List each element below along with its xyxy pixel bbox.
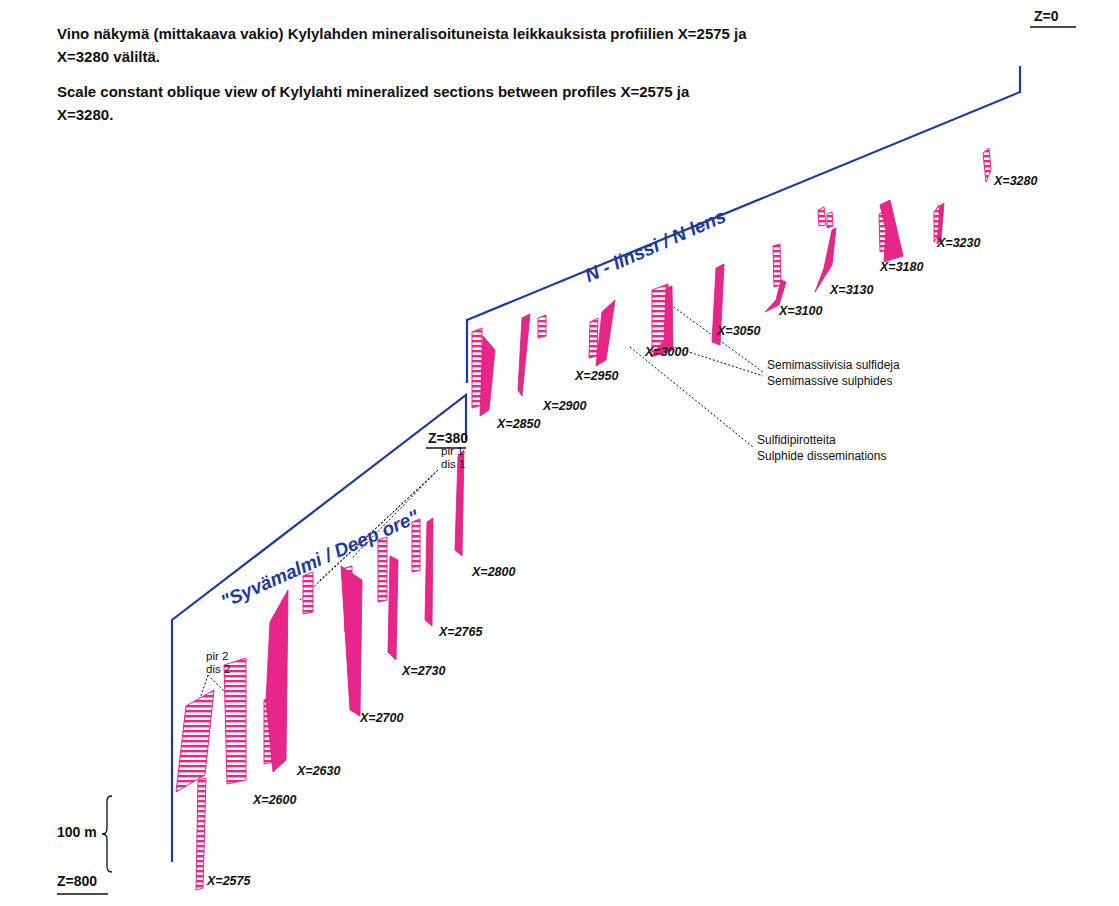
profile-label: X=2950 (575, 369, 618, 383)
callout-label: pir 1 (441, 445, 463, 458)
level-label: Z=0 (1034, 8, 1059, 24)
profile-label: X=2700 (360, 711, 403, 725)
profile-label: X=3180 (880, 260, 923, 274)
profile-label: X=2630 (297, 764, 340, 778)
profile-label: X=3130 (830, 283, 873, 297)
bracket-lines (172, 66, 1020, 862)
callout-label: dis 1 (441, 458, 465, 471)
callout-label: dis 2 (206, 663, 230, 676)
subtitle: Scale constant oblique view of Kylylahti… (57, 80, 697, 126)
callout-note: Semimassive sulphides (767, 375, 892, 389)
profile-label: X=3230 (937, 236, 980, 250)
callout-label: pir 2 (206, 650, 228, 663)
profile-label: X=3050 (717, 324, 760, 338)
profile-label: X=2575 (207, 874, 250, 888)
callout-note: Sulphide disseminations (757, 450, 886, 464)
level-label: Z=800 (57, 873, 97, 889)
profile-label: X=2850 (497, 417, 540, 431)
profile-label: X=2900 (543, 399, 586, 413)
sulphide-dissemination (176, 148, 991, 890)
profile-label: X=2800 (472, 565, 515, 579)
profile-label: X=3100 (779, 304, 822, 318)
level-marks (57, 27, 1076, 894)
profile-label: X=2765 (439, 625, 482, 639)
level-label: Z=380 (428, 430, 468, 446)
section-name: N - linssi / N lens (582, 205, 730, 287)
profile-label: X=2730 (402, 664, 445, 678)
profile-label: X=2600 (253, 793, 296, 807)
semimassive-sulphide (266, 200, 944, 772)
callout-note: Sulfidipirotteita (757, 434, 836, 448)
profile-label: X=3000 (645, 345, 688, 359)
callout-note: Semimassiivisia sulfideja (767, 359, 900, 373)
scale-label: 100 m (57, 824, 97, 840)
profile-label: X=3280 (994, 174, 1037, 188)
title: Vino näkymä (mittakaava vakio) Kylylahde… (57, 22, 747, 68)
